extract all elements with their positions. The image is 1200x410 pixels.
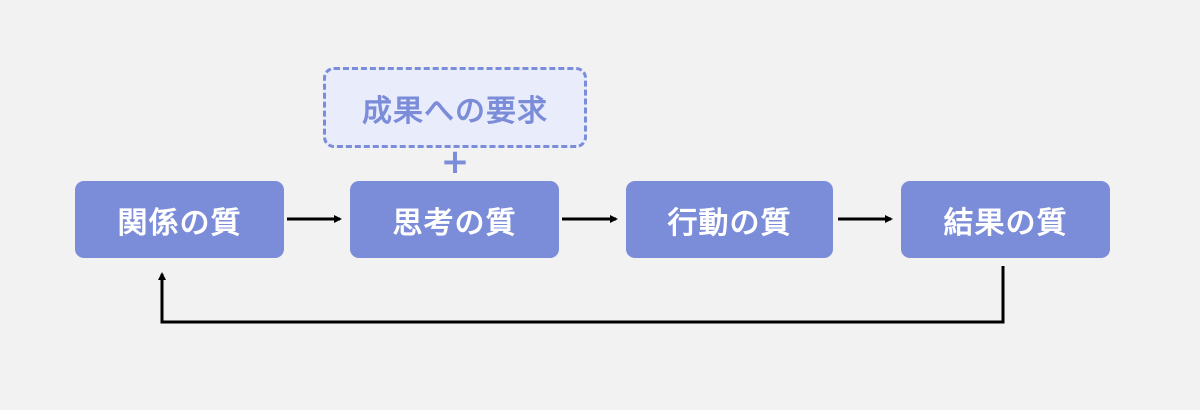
node-label: 行動の質 bbox=[667, 205, 792, 241]
node-label: 思考の質 bbox=[392, 205, 517, 241]
outcome-demand-box: 成果への要求 bbox=[323, 67, 587, 148]
node-result-quality: 結果の質 bbox=[901, 181, 1110, 258]
arrow-result-to-relationship bbox=[158, 266, 1005, 324]
node-label: 結果の質 bbox=[943, 205, 1068, 241]
outcome-demand-label: 成果への要求 bbox=[362, 93, 548, 129]
node-label: 関係の質 bbox=[117, 205, 242, 241]
plus-sign: + bbox=[440, 142, 470, 182]
node-relationship-quality: 関係の質 bbox=[75, 181, 284, 258]
node-action-quality: 行動の質 bbox=[626, 181, 833, 258]
node-thinking-quality: 思考の質 bbox=[350, 181, 559, 258]
